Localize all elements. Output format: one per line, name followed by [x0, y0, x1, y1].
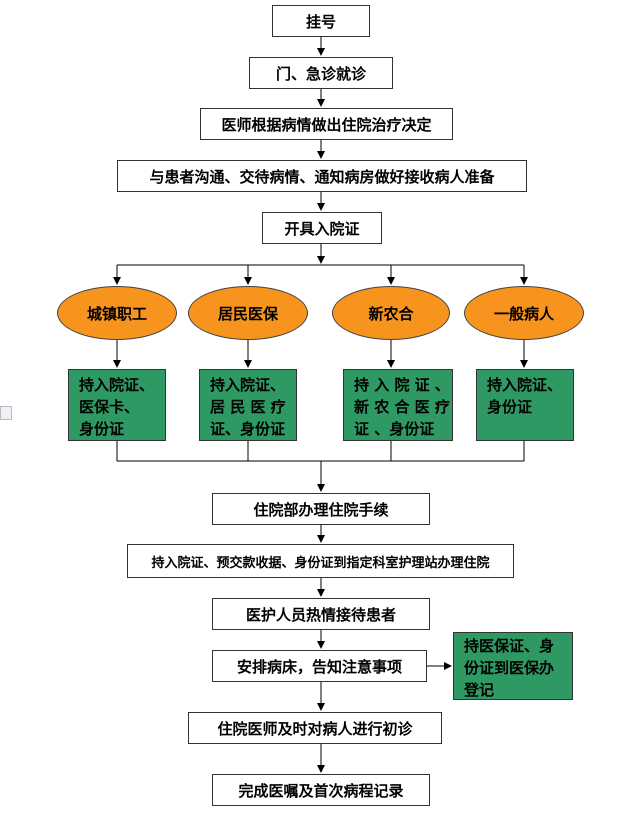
docs-urban-employee: 持入院证、 医保卡、 身份证	[68, 369, 166, 441]
step-initial-diagnosis: 住院医师及时对病人进行初诊	[188, 712, 442, 744]
step-admission-decision: 医师根据病情做出住院治疗决定	[200, 108, 453, 140]
step-orders-record: 完成医嘱及首次病程记录	[212, 774, 430, 806]
step-outpatient: 门、急诊就诊	[249, 57, 393, 89]
docs-line: 身份证	[79, 420, 125, 438]
docs-line: 持入院证、	[79, 376, 155, 394]
side-note-line: 份证到医保办	[464, 659, 555, 677]
category-resident-insurance: 居民医保	[188, 286, 308, 340]
docs-line: 证、身份证	[210, 420, 286, 438]
docs-line: 持入院证、	[210, 376, 286, 394]
docs-line: 新 农 合 医 疗	[354, 398, 450, 416]
docs-line: 医保卡、	[79, 398, 140, 416]
step-admission-procedures: 住院部办理住院手续	[212, 493, 430, 525]
step-issue-certificate: 开具入院证	[262, 212, 382, 244]
step-staff-reception: 医护人员热情接待患者	[212, 598, 430, 630]
step-assign-bed: 安排病床，告知注意事项	[212, 650, 427, 682]
docs-line: 持入院证、	[487, 376, 563, 394]
step-communicate: 与患者沟通、交待病情、通知病房做好接收病人准备	[117, 160, 527, 192]
docs-line: 证 、身份证	[354, 420, 435, 438]
step-ward-registration: 持入院证、预交款收据、身份证到指定科室护理站办理住院	[127, 544, 514, 578]
docs-rural-cooperative: 持 入 院 证 、 新 农 合 医 疗 证 、身份证	[343, 369, 453, 441]
side-note-insurance-office: 持医保证、身 份证到医保办 登记	[453, 632, 573, 700]
document-icon	[0, 406, 12, 420]
docs-line: 居 民 医 疗	[210, 398, 286, 416]
category-urban-employee: 城镇职工	[57, 286, 177, 340]
docs-line: 身份证	[487, 398, 533, 416]
docs-general-patient: 持入院证、 身份证	[476, 369, 574, 441]
docs-line: 持 入 院 证 、	[354, 376, 450, 394]
side-note-line: 登记	[464, 681, 495, 699]
step-register: 挂号	[272, 5, 370, 37]
category-rural-cooperative: 新农合	[332, 286, 450, 340]
side-note-line: 持医保证、身	[464, 637, 555, 655]
docs-resident-insurance: 持入院证、 居 民 医 疗 证、身份证	[199, 369, 297, 441]
category-general-patient: 一般病人	[464, 286, 584, 340]
